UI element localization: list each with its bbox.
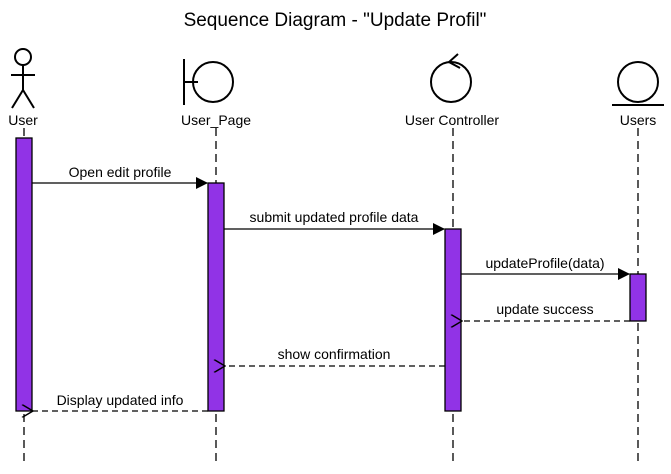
- entity-icon: [612, 61, 664, 106]
- participant-label-user-controller: User Controller: [405, 112, 499, 128]
- diagram-title: Sequence Diagram - "Update Profil": [184, 10, 487, 31]
- message-label-update-profile: updateProfile(data): [485, 255, 604, 271]
- activation-bar-users: [629, 273, 647, 322]
- message-label-submit-updated-profile-data: submit updated profile data: [250, 209, 419, 225]
- message-label-display-updated-info: Display updated info: [57, 392, 184, 408]
- actor-icon: [11, 48, 35, 109]
- participant-label-user: User: [8, 112, 38, 128]
- boundary-icon: [183, 59, 234, 105]
- message-label-update-success: update success: [496, 301, 593, 317]
- message-label-show-confirmation: show confirmation: [278, 346, 391, 362]
- participant-label-users: Users: [620, 112, 657, 128]
- activation-bar-user: [15, 137, 33, 412]
- activation-bar-user-page: [207, 182, 225, 412]
- participant-label-user-page: User_Page: [181, 112, 251, 128]
- control-icon: [430, 53, 472, 103]
- message-label-open-edit-profile: Open edit profile: [69, 164, 172, 180]
- activation-bar-user-controller: [444, 228, 462, 412]
